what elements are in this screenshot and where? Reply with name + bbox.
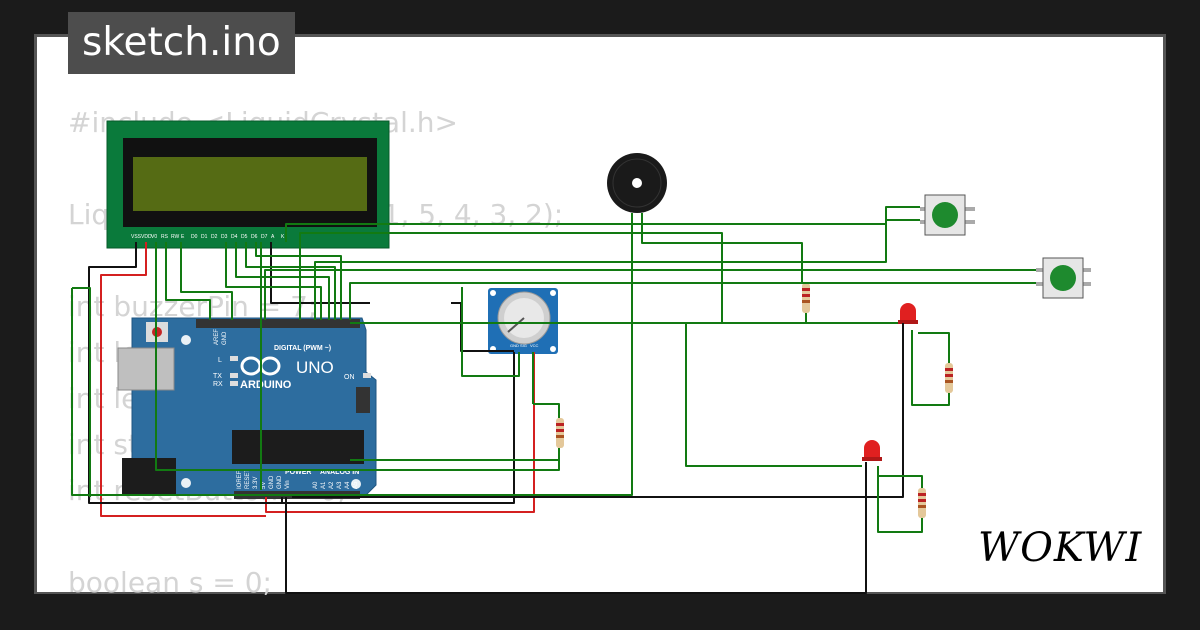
lcd-pin-label: VDD	[141, 234, 152, 240]
buzzer[interactable]	[607, 153, 667, 213]
power-jack	[122, 458, 176, 494]
lcd-pin-label: D6	[251, 234, 258, 240]
lcd-pin-label: K	[281, 234, 285, 240]
power-pin-label: GND	[269, 475, 275, 489]
digital-label: DIGITAL (PWM ~)	[274, 345, 331, 352]
arduino-logo-text: ARDUINO	[240, 379, 292, 391]
analog-pin-label: A3	[337, 481, 343, 489]
power-pin-label: GND	[277, 475, 283, 489]
power-pin-label: 3.3V	[253, 477, 259, 489]
power-pin-label: Vin	[285, 480, 291, 489]
atmega-chip	[232, 430, 364, 464]
board-model: UNO	[296, 358, 334, 377]
rx-label: RX	[213, 381, 223, 388]
icsp-header	[356, 387, 370, 413]
analog-pin-label: A4	[345, 481, 351, 489]
lcd-pin-label: A	[271, 234, 275, 240]
pot-pin-label: VCC	[530, 343, 539, 348]
resistor[interactable]	[802, 283, 810, 313]
analog-label: ANALOG IN	[320, 469, 359, 476]
lcd-pin-label: RS	[161, 234, 169, 240]
usb-port	[117, 347, 175, 391]
lcd-screen	[133, 157, 367, 211]
lcd-pin-label: RW	[171, 234, 180, 240]
analog-pin-label: A2	[329, 481, 335, 489]
reset-pushbutton[interactable]	[1036, 257, 1091, 299]
tx-label: TX	[213, 373, 222, 380]
lcd-pin-label: D0	[191, 234, 198, 240]
wires	[71, 206, 1036, 594]
l-label: L	[218, 357, 222, 364]
sketch-filename: sketch.ino	[68, 12, 295, 74]
lcd-pin-label: V0	[151, 234, 157, 240]
power-label: POWER	[285, 469, 311, 476]
pot-pin-label: SIG	[520, 343, 527, 348]
pot-pin-label: GND	[510, 343, 519, 348]
lcd-pin-label: VSS	[131, 234, 142, 240]
resistor[interactable]	[918, 488, 926, 518]
led-2[interactable]	[862, 440, 882, 461]
code-line: boolean s = 0;	[68, 566, 272, 599]
led-1[interactable]	[898, 303, 918, 324]
analog-pin-label: A1	[321, 481, 327, 489]
potentiometer[interactable]: GND SIG VCC	[488, 288, 558, 354]
power-pin-label: RESET	[245, 469, 251, 489]
resistor[interactable]	[556, 418, 564, 448]
analog-pin-label: A5	[353, 481, 359, 489]
lcd-pin-label: D2	[211, 234, 218, 240]
lcd-pin-label: D7	[261, 234, 268, 240]
digital-header	[196, 319, 360, 328]
on-label: ON	[344, 374, 355, 381]
lcd-pin-label: D1	[201, 234, 208, 240]
start-pushbutton[interactable]	[920, 194, 975, 236]
wokwi-logo: WOKWI	[978, 525, 1143, 571]
arduino-uno-board[interactable]: ARDUINO UNO DIGITAL (PWM ~) ON L TX RX P…	[117, 317, 377, 499]
analog-pin-label: A0	[313, 481, 319, 489]
power-pin-label: 5V	[261, 482, 267, 489]
power-pin-label: IOREF	[237, 470, 243, 489]
resistor[interactable]	[945, 363, 953, 393]
lcd-pin-label: D4	[231, 234, 238, 240]
lcd-pin-label: D3	[221, 234, 228, 240]
aref-pin-label: AREF	[214, 329, 220, 345]
gnd-pin-label: GND	[222, 331, 228, 345]
lcd-pin-label: E	[181, 234, 185, 240]
lcd-pin-label: D5	[241, 234, 248, 240]
